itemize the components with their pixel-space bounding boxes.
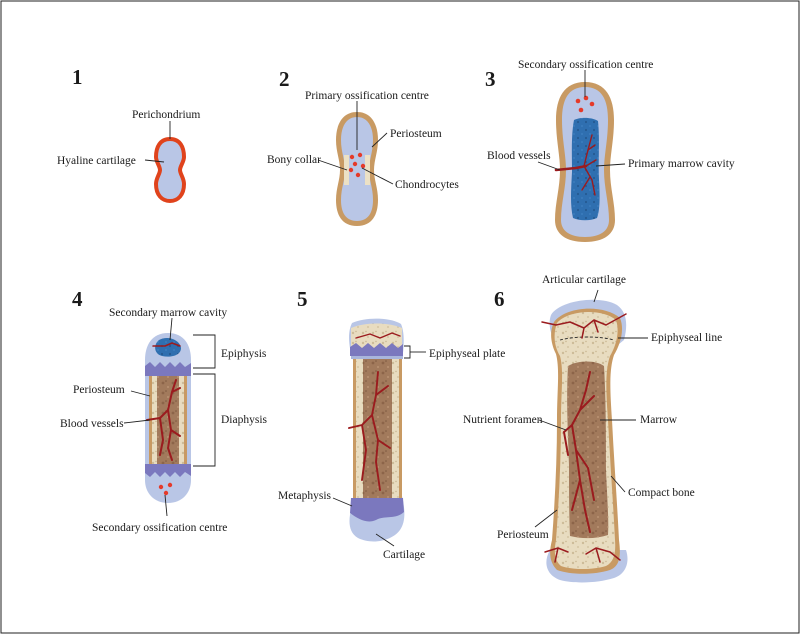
stage-6-marrow: [567, 361, 609, 539]
leader-articular-cartilage: [593, 289, 599, 303]
stage-4-number: 4: [72, 287, 83, 311]
label-periosteum-2: Periosteum: [390, 128, 442, 140]
label-periosteum-6: Periosteum: [497, 529, 549, 541]
leader-secondary-marrow-cavity: [169, 317, 173, 341]
stage-5-epiphyseal-plate: [350, 343, 403, 356]
leader-compact-bone: [610, 475, 626, 493]
stage-4-secondary-marrow-cavity: [155, 337, 181, 357]
stage-3-vessel-main: [554, 164, 588, 172]
stage-6-lower-vessels: [544, 547, 621, 563]
label-articular-cartilage: Articular cartilage: [542, 274, 626, 286]
label-cartilage-5: Cartilage: [383, 549, 425, 561]
leader-periosteum-6: [534, 509, 558, 528]
stage-4-upper-growth-plate: [145, 362, 191, 376]
stage-6-epiphyseal-line: [559, 336, 615, 341]
stage-5-plate-edge: [351, 356, 403, 359]
leader-chondrocytes: [361, 167, 394, 185]
label-marrow: Marrow: [640, 414, 678, 426]
stage-2-chondrocytes: [348, 152, 366, 178]
label-epiphysis: Epiphysis: [221, 348, 267, 360]
stage-4-vessels: [146, 379, 181, 461]
stage-6-number: 6: [494, 287, 505, 311]
label-secondary-ossification-centre-4: Secondary ossification centre: [92, 522, 227, 534]
label-primary-marrow-cavity: Primary marrow cavity: [628, 158, 735, 170]
label-compact-bone: Compact bone: [628, 487, 695, 499]
stage-4-epiphysis-vessel: [152, 342, 181, 347]
stage-3-number: 3: [485, 67, 496, 91]
stage-5-epiphysis-vessel: [355, 332, 401, 339]
stage-2-number: 2: [279, 67, 290, 91]
label-periosteum-4: Periosteum: [73, 384, 125, 396]
stage-4-secondary-ossification-centre: [158, 482, 173, 496]
stage-4: 4 Secondary marrow cavity Epiphysis Diap…: [60, 287, 268, 534]
label-primary-ossification-centre: Primary ossification centre: [305, 90, 429, 102]
leader-blood-vessels-3: [537, 161, 561, 171]
leader-periosteum-4: [130, 390, 151, 397]
label-nutrient-foramen: Nutrient foramen: [463, 414, 543, 426]
leader-periosteum-2: [371, 132, 388, 148]
stage-6-upper-vessels: [541, 313, 627, 339]
leader-cartilage-5: [375, 533, 395, 547]
label-blood-vessels-3: Blood vessels: [487, 150, 551, 162]
label-metaphysis: Metaphysis: [278, 490, 332, 502]
stage-6: 6 Articular cartilage Epiphyseal line Nu…: [463, 274, 722, 583]
label-perichondrium: Perichondrium: [132, 109, 200, 121]
stage-5: 5 Epiphyseal plate Metaphysis Cartilage: [278, 287, 505, 561]
leader-primary-marrow-cavity: [595, 163, 626, 167]
stage-2-cartilage: [341, 117, 373, 221]
stage-1-number: 1: [72, 65, 83, 89]
leader-blood-vessels-4: [123, 419, 151, 424]
label-secondary-marrow-cavity: Secondary marrow cavity: [109, 307, 227, 319]
label-bony-collar: Bony collar: [267, 154, 321, 166]
leader-secondary-ossification-centre-4: [164, 494, 168, 517]
stage-5-vessels: [348, 371, 391, 491]
stage-1: 1 Perichondrium Hyaline cartilage: [57, 65, 200, 204]
label-diaphysis: Diaphysis: [221, 414, 268, 426]
leader-metaphysis: [332, 497, 353, 507]
stage-5-number: 5: [297, 287, 308, 311]
label-blood-vessels-4: Blood vessels: [60, 418, 124, 430]
stage-5-metaphysis: [350, 498, 404, 522]
leader-bony-collar: [317, 159, 348, 171]
stage-2: 2 Primary ossification centre Periosteum…: [267, 67, 459, 226]
label-chondrocytes: Chondrocytes: [395, 179, 459, 191]
label-hyaline-cartilage: Hyaline cartilage: [57, 155, 136, 167]
stage-2-bony-collar-right: [365, 155, 370, 185]
bracket-diaphysis: [193, 373, 216, 467]
stage-3: 3 Secondary ossification centre Blood ve…: [485, 59, 735, 242]
label-epiphyseal-line: Epiphyseal line: [651, 332, 722, 344]
stage-4-lower-growth-plate: [145, 464, 191, 477]
leader-hyaline-cartilage: [144, 159, 165, 163]
stage-3-vessel-branches: [581, 134, 597, 196]
label-secondary-ossification-centre-3: Secondary ossification centre: [518, 59, 653, 71]
leader-nutrient-foramen: [538, 419, 567, 431]
label-epiphyseal-plate: Epiphyseal plate: [429, 348, 505, 360]
stage-1-cartilage-model: [153, 136, 187, 204]
bracket-epiphysis: [193, 334, 216, 369]
stage-6-nutrient-vessels: [563, 371, 595, 533]
